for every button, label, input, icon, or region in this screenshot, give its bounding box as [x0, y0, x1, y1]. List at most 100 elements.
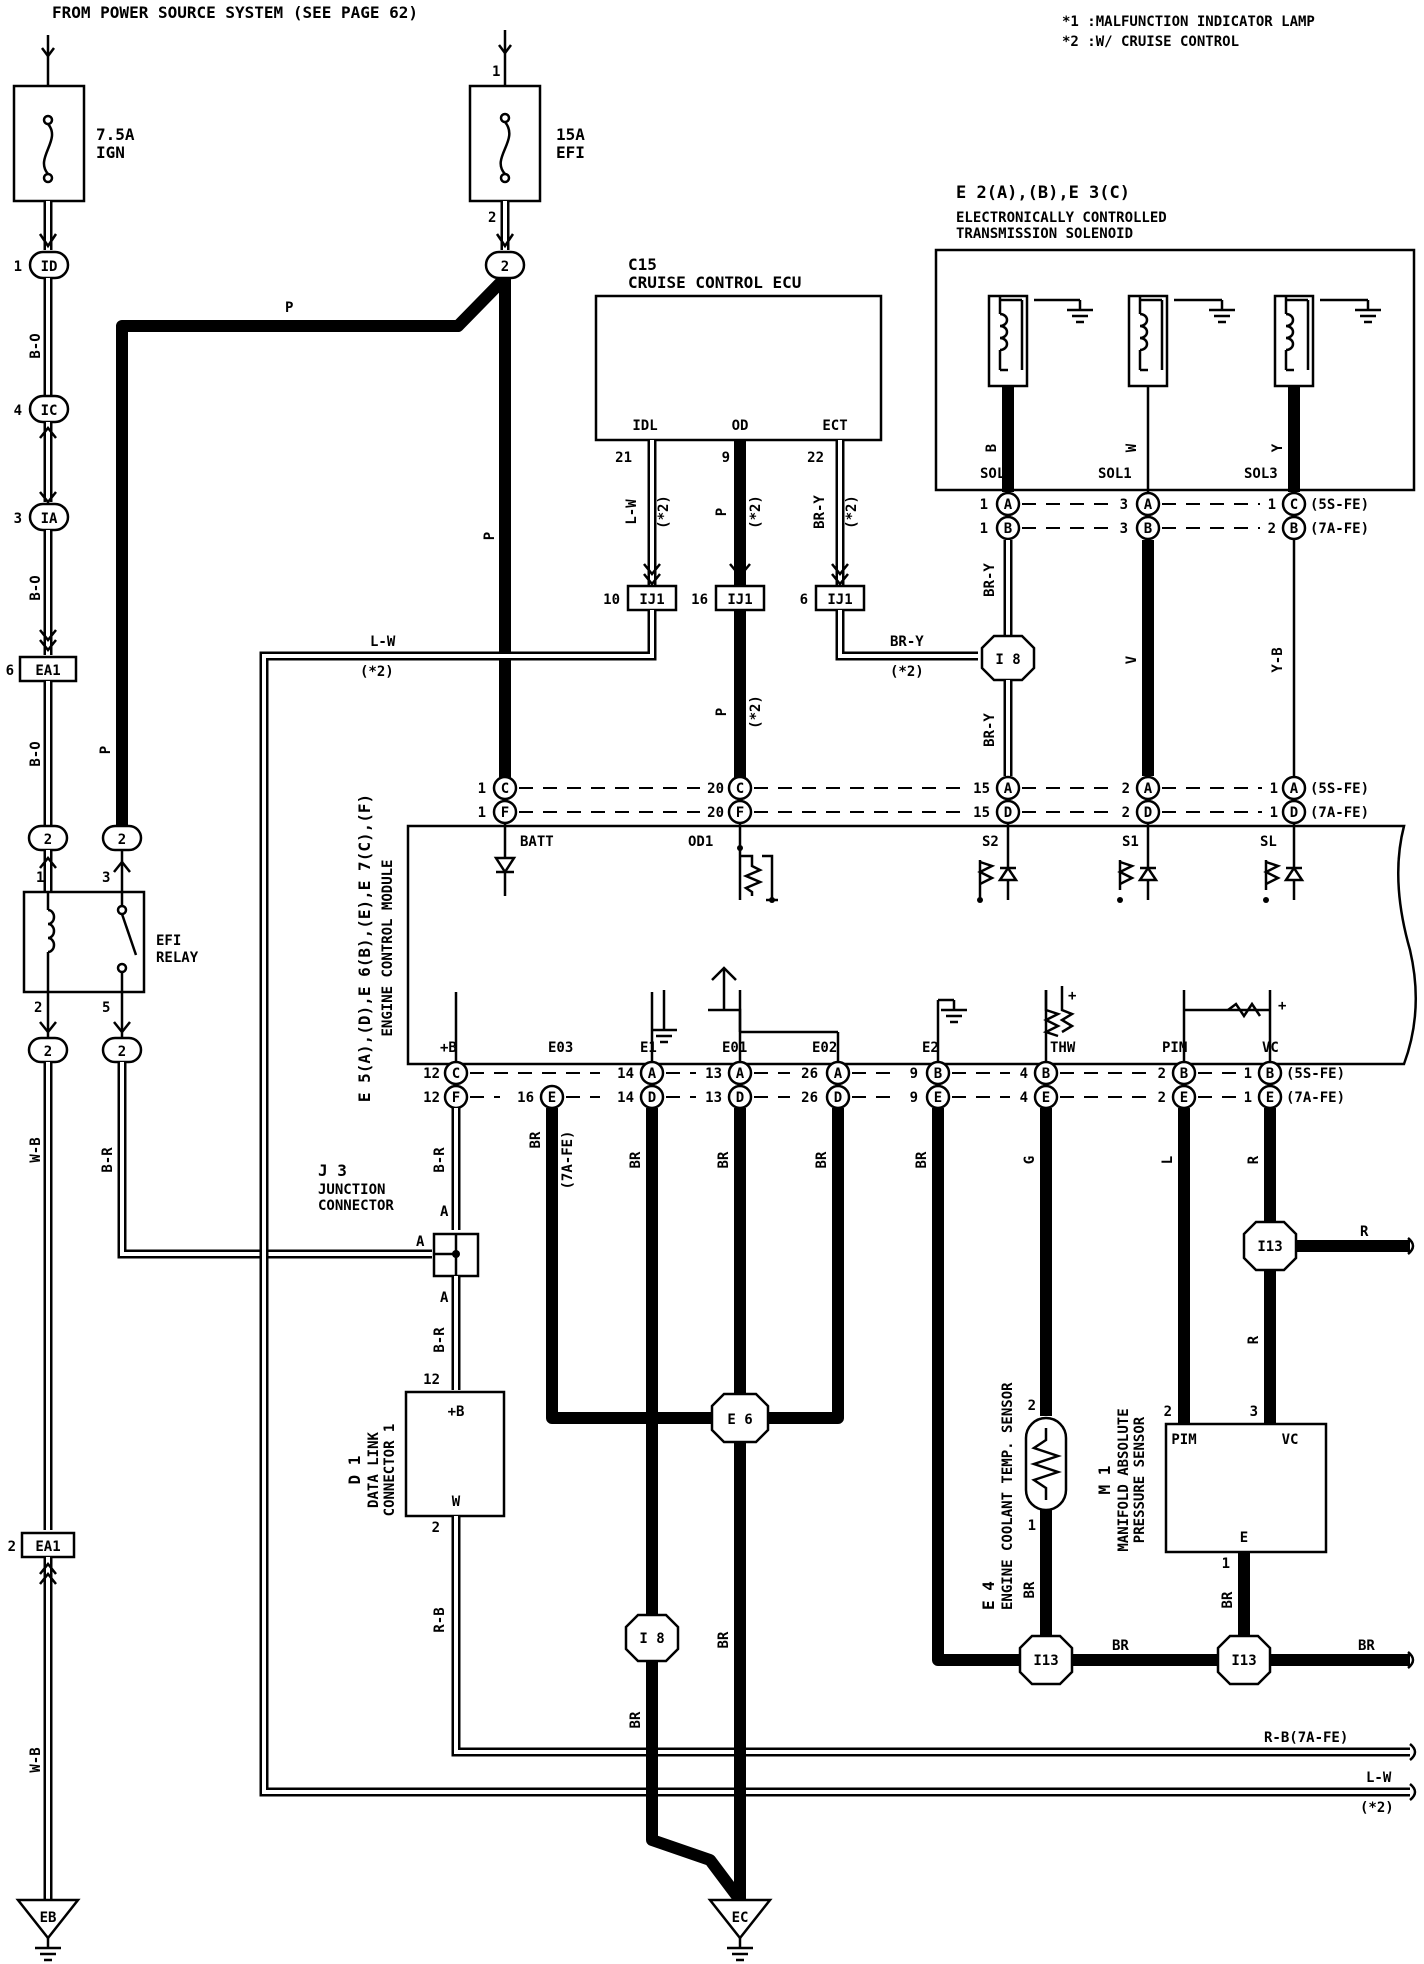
wire-wb-1: W-B — [28, 1137, 44, 1162]
svg-text:I13: I13 — [1033, 1653, 1058, 1669]
efi-relay: 1 3 2 5 EFI RELAY — [22, 870, 199, 1016]
svg-text:16: 16 — [517, 1090, 534, 1106]
junction-connector-J3: J 3 JUNCTION CONNECTOR A A A — [318, 1161, 480, 1306]
svg-text:2: 2 — [1122, 805, 1130, 821]
connector-E6: E 6 — [710, 1392, 770, 1444]
svg-text:V: V — [1124, 655, 1140, 664]
ecm-bottom-pin-row-2: 12 F 16 E 14 D 13 D 26 D 9 E 4 E 2 E 1 E… — [423, 1084, 1345, 1110]
svg-text:A: A — [1004, 781, 1013, 797]
svg-text:ID: ID — [41, 259, 58, 275]
ecm-top-pin-row-1: 1 C 20 C 15 A 2 A 1 A (5S-FE) — [478, 775, 1369, 801]
svg-text:+: + — [1278, 998, 1286, 1014]
svg-text:13: 13 — [705, 1090, 722, 1106]
wire-bo-2: B-O — [28, 575, 44, 600]
svg-text:THW: THW — [1050, 1040, 1076, 1056]
svg-text:20: 20 — [707, 805, 724, 821]
svg-text:2: 2 — [118, 1044, 126, 1060]
connector-I13-a: I13 — [1018, 1634, 1074, 1686]
svg-text:2: 2 — [1028, 1398, 1036, 1414]
wire-bo-1: B-O — [28, 333, 44, 358]
svg-text:D: D — [1004, 805, 1012, 821]
ecm-label-2: ENGINE CONTROL MODULE — [380, 859, 396, 1036]
svg-text:E 6: E 6 — [727, 1412, 752, 1428]
ign-fuse-rating: 7.5A — [96, 125, 135, 144]
svg-text:VC: VC — [1262, 1040, 1279, 1056]
svg-text:B: B — [1290, 521, 1298, 537]
svg-text:BR: BR — [716, 1631, 732, 1648]
svg-text:W: W — [452, 1494, 461, 1510]
svg-text:L-W: L-W — [370, 634, 396, 650]
ground-EB: EB — [15, 1898, 81, 1962]
svg-text:B: B — [1004, 521, 1012, 537]
svg-text:I 8: I 8 — [639, 1631, 664, 1647]
svg-text:EA1: EA1 — [35, 663, 60, 679]
svg-text:S1: S1 — [1122, 834, 1139, 850]
svg-text:2: 2 — [44, 832, 52, 848]
solenoid-label: E 2(A),(B),E 3(C) — [956, 183, 1130, 203]
svg-text:A: A — [1004, 497, 1013, 513]
svg-text:+: + — [1068, 988, 1076, 1004]
svg-text:G: G — [1022, 1156, 1038, 1164]
svg-text:D 1: D 1 — [345, 1456, 364, 1485]
svg-text:5: 5 — [102, 1000, 110, 1016]
ecm-top-pin-row-2: 1 F 20 F 15 D 2 D 1 D (7A-FE) — [478, 799, 1369, 825]
svg-text:16: 16 — [691, 592, 708, 608]
svg-text:1: 1 — [1268, 497, 1276, 513]
efi-fuse-rating: 15A — [556, 125, 585, 144]
svg-text:4: 4 — [1020, 1090, 1028, 1106]
connector-I13-c: I13 — [1242, 1220, 1298, 1272]
connector-2-d: 2 — [101, 1036, 143, 1064]
wire-wb-2: W-B — [28, 1747, 44, 1772]
svg-text:ENGINE COOLANT TEMP. SENSOR: ENGINE COOLANT TEMP. SENSOR — [1000, 1382, 1016, 1610]
svg-text:1: 1 — [478, 805, 486, 821]
svg-text:IA: IA — [41, 511, 58, 527]
svg-text:2: 2 — [1268, 521, 1276, 537]
svg-text:BR: BR — [628, 1151, 644, 1168]
svg-text:(5S-FE): (5S-FE) — [1310, 497, 1369, 513]
connector-2-efi: 2 — [484, 250, 526, 280]
svg-text:2: 2 — [8, 1539, 16, 1555]
cruise-ecu-code: C15 — [628, 255, 657, 274]
svg-text:BR: BR — [1112, 1638, 1129, 1654]
svg-text:B-R: B-R — [432, 1147, 448, 1173]
cruise-control-ecu: C15 CRUISE CONTROL ECU IDL OD ECT 21 9 2… — [594, 255, 883, 466]
cruise-ecu-name: CRUISE CONTROL ECU — [628, 273, 801, 292]
svg-text:3: 3 — [1120, 497, 1128, 513]
svg-text:BR: BR — [528, 1131, 544, 1148]
ign-fuse-name: IGN — [96, 143, 125, 162]
svg-text:2: 2 — [118, 832, 126, 848]
svg-text:E: E — [548, 1090, 556, 1106]
svg-text:2: 2 — [1164, 1404, 1172, 1420]
svg-text:(7A-FE): (7A-FE) — [1310, 805, 1369, 821]
svg-text:1: 1 — [492, 64, 500, 80]
svg-text:A: A — [440, 1204, 449, 1220]
connector-EA1-top: EA1 6 — [6, 655, 78, 683]
svg-text:1: 1 — [36, 870, 44, 886]
svg-text:I 8: I 8 — [995, 652, 1020, 668]
svg-text:JUNCTION: JUNCTION — [318, 1182, 385, 1198]
svg-text:BR-Y: BR-Y — [890, 634, 924, 650]
svg-text:2: 2 — [488, 210, 496, 226]
connector-2-b: 2 — [101, 824, 143, 852]
svg-text:1: 1 — [1222, 1556, 1230, 1572]
svg-text:IJ1: IJ1 — [639, 592, 664, 608]
svg-text:E: E — [1240, 1530, 1248, 1546]
svg-text:E 4: E 4 — [979, 1581, 998, 1610]
connector-IC: IC 4 — [14, 394, 70, 424]
svg-text:13: 13 — [705, 1066, 722, 1082]
svg-text:1: 1 — [980, 497, 988, 513]
svg-text:A: A — [1290, 781, 1299, 797]
svg-text:Y: Y — [1270, 443, 1286, 452]
solenoid-pin-row-1: 1 A 3 A 1 C (5S-FE) — [980, 491, 1369, 517]
ign-fuse: 7.5A IGN — [12, 35, 135, 203]
svg-text:CONNECTOR 1: CONNECTOR 1 — [382, 1424, 398, 1517]
wire-p-relay — [116, 273, 510, 826]
header-note-1: *1 :MALFUNCTION INDICATOR LAMP — [1062, 14, 1315, 30]
svg-text:9: 9 — [910, 1090, 918, 1106]
svg-text:L-W: L-W — [1366, 1770, 1392, 1786]
svg-text:J 3: J 3 — [318, 1161, 347, 1180]
svg-text:EC: EC — [732, 1910, 749, 1926]
engine-control-module — [406, 824, 1417, 1066]
